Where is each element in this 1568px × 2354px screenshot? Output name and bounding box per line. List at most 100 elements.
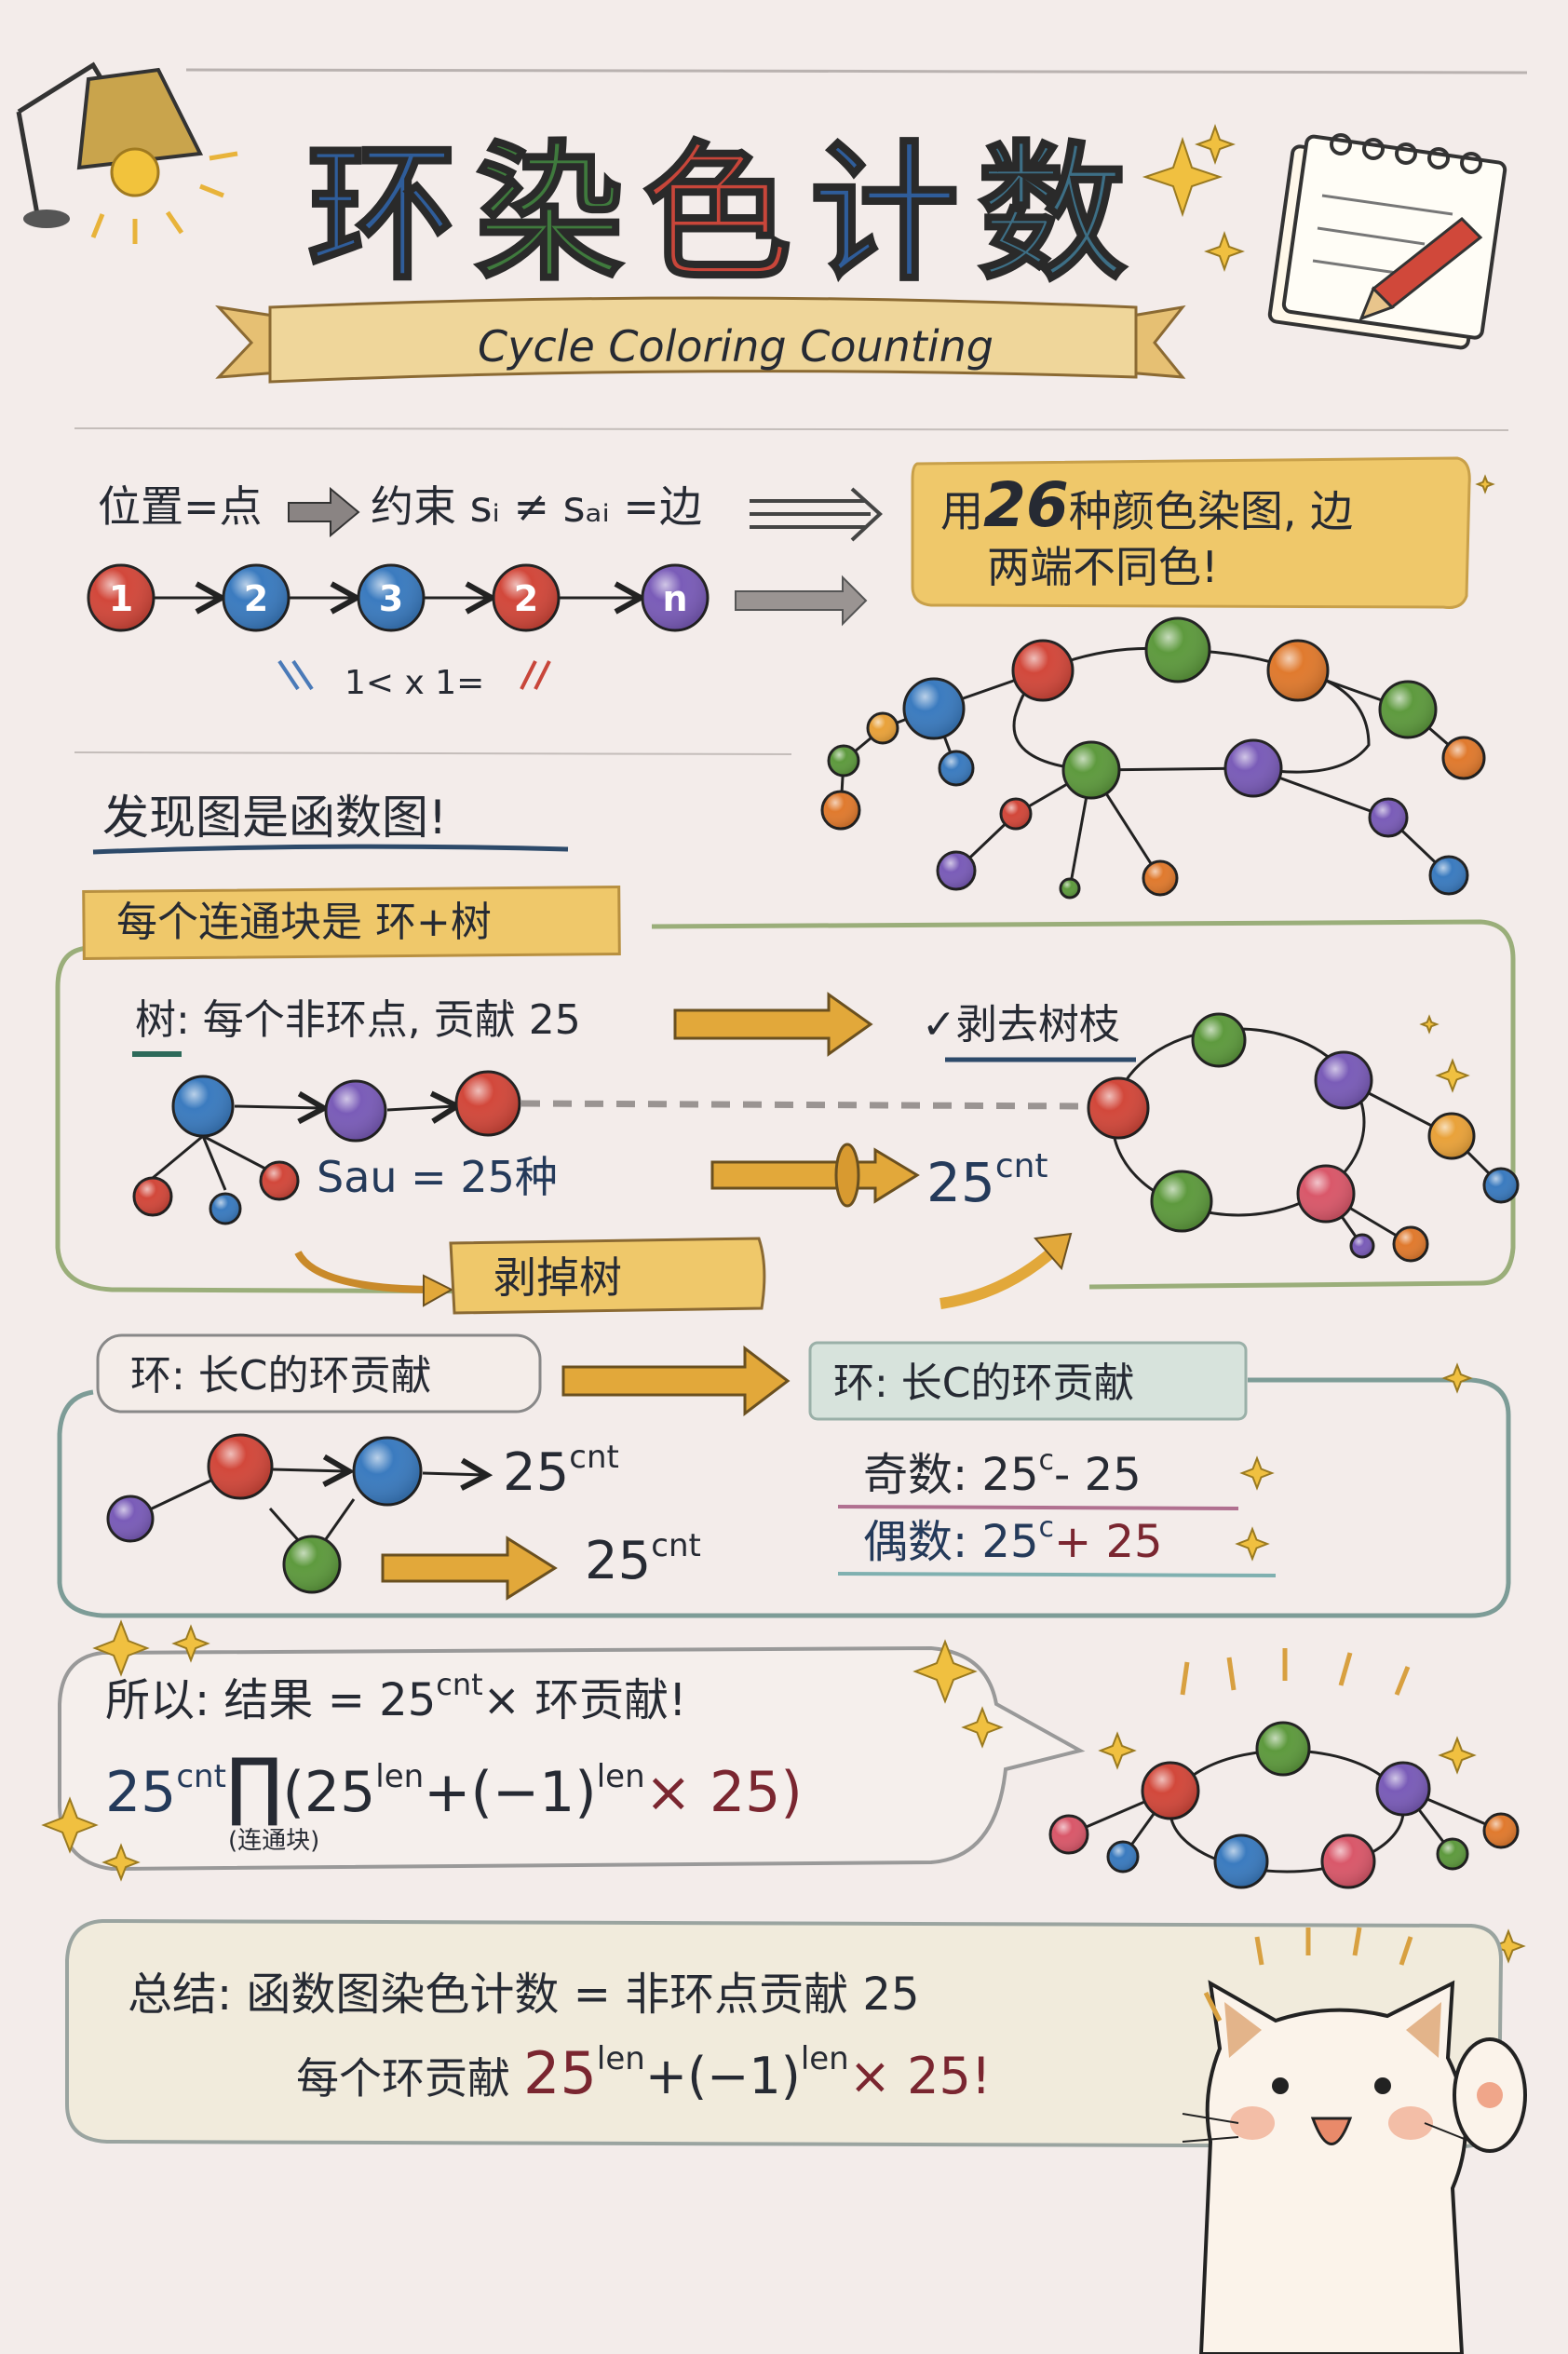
scribble-mark [277, 659, 314, 691]
node-highlight [1443, 737, 1484, 778]
arrow-head [423, 1274, 454, 1307]
node-highlight [1050, 1816, 1088, 1853]
node-highlight [1193, 1014, 1245, 1066]
notepad-pencil-icon [1267, 133, 1507, 350]
title-char: 染 [475, 127, 624, 301]
desk-lamp-icon [16, 61, 238, 244]
underline [837, 1505, 1239, 1510]
node-highlight [1215, 1835, 1267, 1887]
divider [74, 751, 792, 755]
node-highlight [1394, 1227, 1427, 1261]
double-arrow-icon [750, 487, 883, 542]
shine-stroke [1394, 1666, 1411, 1696]
cycle-tag-right: 环: 长C的环贡献 [808, 1341, 1248, 1421]
tree-section-frame [55, 919, 1516, 1295]
curved-arrow-icon [939, 1243, 1061, 1309]
node-highlight [1257, 1723, 1309, 1775]
cycle-after-peeling [1087, 1012, 1520, 1263]
graph-edge [152, 1134, 204, 1180]
node-highlight [829, 746, 858, 776]
sparkle-icon [1441, 1362, 1473, 1394]
node-highlight [456, 1072, 520, 1135]
underline [92, 844, 569, 855]
node-highlight [261, 1162, 298, 1199]
component-tag-text: 每个连通块是 环+树 [116, 899, 492, 946]
node-highlight [223, 565, 289, 630]
sparkle-icon [41, 1796, 99, 1854]
sparkle-icon [1475, 474, 1495, 494]
arrow-icon [561, 1345, 791, 1417]
sparkle-icon [1435, 1058, 1470, 1093]
page-title: 环染色计数 [306, 126, 1129, 303]
tree-result: 25cnt [926, 1147, 1048, 1214]
node-highlight [1142, 1763, 1198, 1819]
graph-edge [234, 1106, 321, 1108]
tree-contribution-text: 树: 每个非环点, 贡献 25 [135, 996, 581, 1044]
node-highlight [868, 713, 898, 743]
node-highlight [493, 565, 559, 630]
arrow-icon [288, 486, 360, 538]
node-highlight [326, 1081, 385, 1141]
node-highlight [904, 679, 964, 738]
check-icon: ✓ [922, 1001, 956, 1048]
sparkle-icon [92, 1619, 150, 1677]
node-highlight [108, 1496, 153, 1541]
node-highlight [1484, 1814, 1518, 1847]
node-highlight [1146, 618, 1210, 682]
scribble-text: 1< x 1= [345, 664, 484, 702]
sparkle-icon [1142, 124, 1245, 272]
product-subscript: (连通块) [228, 1827, 319, 1855]
sparkle-icon [1491, 1928, 1526, 1964]
shine-stroke [1338, 1652, 1353, 1686]
position-equals-node: 位置=点 [98, 481, 263, 532]
functional-graph-illustration [1048, 1648, 1520, 1889]
node-highlight [354, 1438, 421, 1505]
callout-text-line2: 两端不同色! [987, 542, 1218, 592]
title-char: 数 [978, 127, 1127, 301]
node-highlight [1322, 1835, 1374, 1887]
node-highlight [822, 791, 859, 829]
node-highlight [210, 1194, 240, 1224]
shine-stroke [1180, 1661, 1190, 1696]
chain-node-label: 1 [109, 578, 133, 619]
node-highlight [939, 751, 973, 785]
sparkle-icon [1239, 1455, 1275, 1491]
chain-node-label: 3 [379, 578, 403, 619]
node-highlight [1298, 1166, 1354, 1222]
node-highlight [88, 565, 154, 630]
graph-edge [271, 1469, 346, 1471]
node-highlight [1370, 799, 1407, 836]
component-tag: 每个连通块是 环+树 [82, 885, 621, 961]
cycle-result-2: 25cnt [585, 1527, 701, 1591]
node-highlight [1430, 857, 1467, 894]
speech-bubble [58, 1645, 1086, 1872]
sparkle-icon [1098, 1731, 1137, 1770]
node-highlight [1013, 641, 1073, 700]
chain-node-label: 2 [514, 578, 538, 619]
node-highlight [1429, 1114, 1474, 1158]
scribble-mark [520, 660, 551, 690]
title-char: 环 [307, 127, 456, 301]
callout-text-line1: 用26种颜色染图, 边 [940, 469, 1353, 541]
node-highlight [173, 1076, 233, 1136]
title-char: 计 [810, 127, 959, 301]
peel-branches-label: ✓剥去树枝 [922, 1001, 1120, 1048]
cycle-tag-left-text: 环: 长C的环贡献 [130, 1352, 432, 1400]
graph-edge [201, 1135, 227, 1191]
subtitle-banner: Cycle Coloring Counting [214, 296, 1186, 384]
node-highlight [1108, 1842, 1138, 1872]
node-highlight [1438, 1839, 1467, 1869]
constraint-equals-edge: 约束 sᵢ ≠ sₐᵢ =边 [371, 481, 702, 532]
node-highlight [642, 565, 708, 630]
odd-cycle-formula: 奇数: 25c- 25 [863, 1444, 1142, 1501]
peel-tree-box: 剥掉树 [449, 1237, 766, 1315]
conclusion-formula: 25cnt∏(25len+(−1)len× 25) [105, 1742, 803, 1829]
arrow-icon [673, 992, 873, 1057]
graph-edge [202, 1134, 266, 1170]
node-highlight [1152, 1171, 1211, 1231]
node-highlight [1001, 799, 1031, 829]
dashed-connector [520, 1100, 1086, 1110]
chain-node-label: 2 [244, 578, 268, 619]
node-highlight [1225, 740, 1281, 796]
